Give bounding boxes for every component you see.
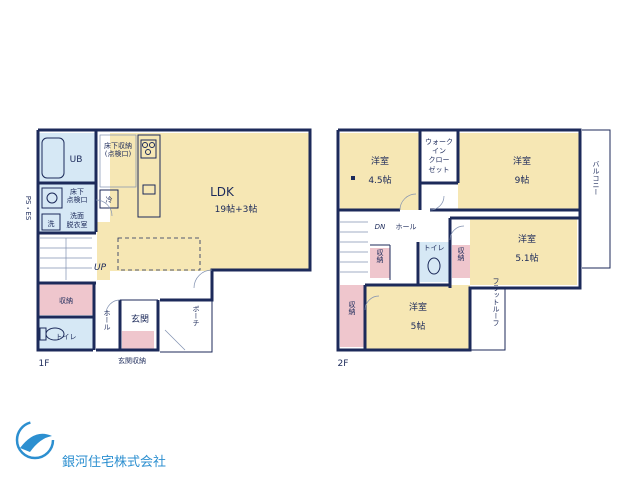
floor-1-label: 1F bbox=[39, 359, 50, 369]
room-c-size: 5.1帖 bbox=[515, 252, 538, 264]
stairs-2f bbox=[340, 221, 368, 273]
porch-label: ポーチ bbox=[192, 306, 200, 327]
room-b-fill bbox=[458, 133, 580, 210]
room-a-name: 洋室 bbox=[371, 155, 389, 167]
balcony-label: バルコニー bbox=[592, 161, 600, 196]
wic-line2: イン bbox=[432, 147, 446, 155]
floor-2-label: 2F bbox=[338, 359, 349, 369]
entrance-storage-fill bbox=[122, 331, 154, 350]
company-logo: 銀河住宅株式会社 bbox=[15, 420, 166, 470]
storage-2f-2-label: 収納 bbox=[457, 247, 465, 262]
entrance-storage-label: 玄関収納 bbox=[118, 356, 146, 365]
ps-es-label: PS・ES bbox=[24, 196, 32, 221]
bathroom-label: UB bbox=[70, 155, 83, 165]
wic-fill bbox=[420, 133, 458, 183]
wic-line1: ウォーク bbox=[425, 138, 453, 146]
bathroom-fill bbox=[38, 133, 96, 183]
toilet-2f-label: トイレ bbox=[424, 244, 445, 252]
entrance-hall-fill bbox=[97, 222, 110, 280]
room-a-size: 4.5帖 bbox=[368, 174, 391, 186]
storage-2f-3-fill bbox=[340, 285, 365, 347]
washroom-label-line2: 脱衣室 bbox=[67, 220, 88, 229]
company-name: 銀河住宅株式会社 bbox=[62, 454, 166, 470]
storage-2f-3-label: 収納 bbox=[348, 301, 356, 316]
storage-1f-label: 収納 bbox=[59, 296, 73, 305]
wic-line3: クロー bbox=[429, 156, 450, 164]
ldk-room bbox=[110, 133, 310, 271]
underfloor-label-line1: 床下 bbox=[70, 187, 84, 196]
logo-swoosh-icon bbox=[20, 433, 52, 452]
toilet-1f-label: トイレ bbox=[56, 333, 77, 341]
entrance-label: 玄関 bbox=[131, 313, 149, 325]
fridge-label: 冷 bbox=[106, 195, 113, 204]
stairs-1f bbox=[40, 237, 92, 280]
stairs-up-label: UP bbox=[94, 263, 107, 273]
storage-2f-1-fill bbox=[370, 248, 390, 278]
washroom-label-line1: 洗面 bbox=[70, 211, 84, 220]
hall-1f-label: ホール bbox=[103, 310, 111, 331]
room-d-size: 5帖 bbox=[411, 320, 426, 332]
floor-1-plan: LDK 19帖+3帖 UB 洗面 脱衣室 洗 冷 床下 点検口 床下収納 (点検… bbox=[24, 128, 312, 369]
washer-label: 洗 bbox=[48, 219, 55, 228]
room-a-marker bbox=[351, 176, 355, 180]
room-d-name: 洋室 bbox=[409, 301, 427, 313]
room-d-fill bbox=[365, 285, 470, 350]
room-a-fill bbox=[340, 133, 420, 210]
underfloor-label-line2: 点検口 bbox=[67, 195, 88, 204]
room-b-size: 9帖 bbox=[515, 174, 530, 186]
storage-2f-2-fill bbox=[452, 245, 470, 278]
room-c-name: 洋室 bbox=[518, 233, 536, 245]
toilet-2f-fill bbox=[420, 242, 450, 282]
ldk-name: LDK bbox=[210, 185, 235, 199]
stairs-down-label: DN bbox=[375, 223, 386, 231]
ldk-size: 19帖+3帖 bbox=[215, 203, 258, 215]
room-c-fill bbox=[470, 218, 577, 285]
underfloor-storage-label-line2: (点検口) bbox=[105, 149, 132, 158]
room-b-name: 洋室 bbox=[513, 155, 531, 167]
toilet-1f-fill bbox=[38, 318, 93, 350]
flat-roof-label: フラットルーフ bbox=[492, 278, 500, 327]
storage-2f-1-label: 収納 bbox=[376, 249, 384, 264]
hall-2f-label: ホール bbox=[396, 223, 417, 231]
wic-line4: ゼット bbox=[429, 165, 450, 174]
storage-1f-fill bbox=[38, 283, 93, 315]
floor-2-plan: 洋室 4.5帖 ウォーク イン クロー ゼット 洋室 9帖 DN ホール トイレ… bbox=[336, 128, 611, 369]
underfloor-storage-label-line1: 床下収納 bbox=[104, 141, 132, 150]
